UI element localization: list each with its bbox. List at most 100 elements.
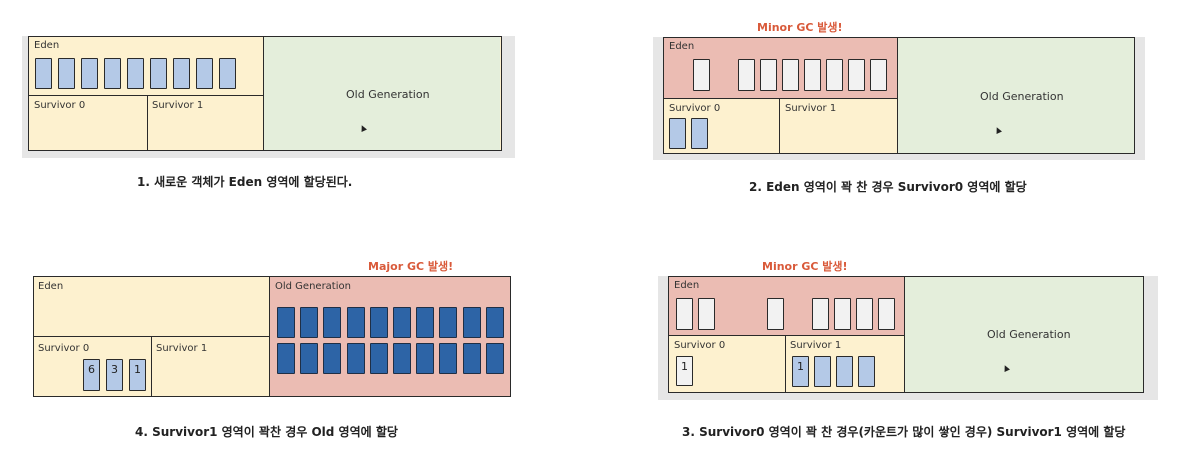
old-generation-label: Old Generation: [275, 281, 351, 292]
heap: Eden Survivor 0 Survivor 1 Old Generatio…: [663, 37, 1135, 154]
major-gc-label: Major GC 발생!: [368, 260, 454, 273]
minor-gc-label: Minor GC 발생!: [757, 21, 843, 34]
memory-object: [300, 307, 319, 338]
memory-object: [58, 58, 75, 89]
memory-object: [323, 307, 342, 338]
cursor-icon: [359, 124, 367, 132]
eden-label: Eden: [669, 41, 695, 52]
eden-region: Eden: [664, 38, 898, 98]
object-age-count: 1: [797, 360, 804, 373]
survivor0-region: Survivor 0: [29, 95, 148, 150]
memory-object: [277, 307, 295, 338]
eden-label: Eden: [38, 281, 64, 292]
survivor0-region: Survivor 0 1: [669, 335, 786, 392]
memory-object: 3: [106, 359, 123, 391]
memory-object: [693, 59, 710, 91]
memory-object: [346, 307, 365, 338]
memory-object: [826, 59, 843, 91]
memory-object: [870, 59, 887, 91]
memory-object: [346, 343, 365, 374]
old-generation-label: Old Generation: [980, 90, 1064, 103]
survivor1-label: Survivor 1: [785, 103, 837, 114]
memory-object: [834, 298, 851, 330]
object-age-count: 3: [111, 363, 118, 376]
caption-3: 3. Survivor0 영역이 꽉 찬 경우(카운트가 많이 쌓인 경우) S…: [682, 425, 1126, 439]
eden-region: Eden: [29, 37, 264, 95]
survivor1-region: Survivor 1: [148, 95, 264, 150]
heap: Eden Survivor 0 6 3 1 Survivor 1 Old Gener…: [33, 276, 511, 397]
memory-object: [738, 59, 755, 91]
survivor1-region: Survivor 1 1: [786, 335, 905, 392]
memory-object: [848, 59, 865, 91]
old-generation-region: Old Generation: [898, 38, 1134, 153]
survivor1-region: Survivor 1: [780, 98, 898, 153]
memory-object: [485, 343, 504, 374]
caption-2: 2. Eden 영역이 꽉 찬 경우 Survivor0 영역에 할당: [749, 180, 1027, 194]
memory-object: [462, 343, 481, 374]
eden-region: Eden: [34, 277, 270, 336]
survivor0-region: Survivor 0: [664, 98, 780, 153]
minor-gc-label: Minor GC 발생!: [762, 260, 848, 273]
old-generation-region: Old Generation: [264, 37, 500, 150]
memory-object: [676, 298, 693, 330]
memory-object: [782, 59, 799, 91]
memory-object: [767, 298, 784, 330]
old-generation-label: Old Generation: [987, 328, 1071, 341]
memory-object: [369, 307, 388, 338]
memory-object: [462, 307, 481, 338]
memory-object: [393, 307, 411, 338]
memory-object: [814, 356, 831, 387]
eden-label: Eden: [34, 40, 60, 51]
memory-object: [104, 58, 121, 89]
memory-object: [439, 343, 458, 374]
memory-object: [669, 118, 686, 149]
old-generation-region: Old Generation: [905, 277, 1143, 392]
survivor1-label: Survivor 1: [152, 100, 204, 111]
memory-object: [878, 298, 895, 330]
cursor-icon: [994, 126, 1002, 134]
memory-object: [812, 298, 829, 330]
memory-object: [81, 58, 98, 89]
memory-object: [858, 356, 875, 387]
survivor0-label: Survivor 0: [674, 340, 726, 351]
heap: Eden Survivor 0 Survivor 1 Old Generatio…: [28, 36, 502, 151]
caption-1: 1. 새로운 객체가 Eden 영역에 할당된다.: [137, 175, 353, 189]
memory-object: [416, 307, 435, 338]
memory-object: [760, 59, 777, 91]
object-age-count: 1: [681, 360, 688, 373]
memory-object: [439, 307, 458, 338]
memory-object: [691, 118, 708, 149]
survivor1-label: Survivor 1: [156, 343, 208, 354]
survivor0-label: Survivor 0: [34, 100, 86, 111]
memory-object: [804, 59, 821, 91]
eden-region: Eden: [669, 277, 905, 335]
memory-object: [323, 343, 342, 374]
memory-object: [150, 58, 167, 89]
survivor0-region: Survivor 0 6 3 1: [34, 336, 152, 396]
survivor0-label: Survivor 0: [38, 343, 90, 354]
memory-object: [393, 343, 411, 374]
memory-object: [196, 58, 213, 89]
survivor1-region: Survivor 1: [152, 336, 270, 396]
object-age-count: 6: [88, 363, 95, 376]
memory-object: [35, 58, 52, 89]
eden-label: Eden: [674, 280, 700, 291]
caption-4: 4. Survivor1 영역이 꽉찬 경우 Old 영역에 할당: [135, 425, 398, 439]
survivor1-label: Survivor 1: [790, 340, 842, 351]
memory-object: [277, 343, 295, 374]
memory-object: 1: [676, 356, 693, 386]
memory-object: [127, 58, 144, 89]
memory-object: 1: [129, 359, 146, 391]
survivor0-label: Survivor 0: [669, 103, 721, 114]
cursor-icon: [1002, 364, 1010, 372]
memory-object: [300, 343, 319, 374]
old-generation-region: Old Generation: [270, 277, 510, 396]
old-generation-label: Old Generation: [346, 88, 430, 101]
memory-object: [369, 343, 388, 374]
memory-object: [856, 298, 873, 330]
memory-object: [836, 356, 853, 387]
memory-object: 6: [83, 359, 100, 391]
object-age-count: 1: [134, 363, 141, 376]
memory-object: [416, 343, 435, 374]
memory-object: 1: [792, 356, 809, 387]
